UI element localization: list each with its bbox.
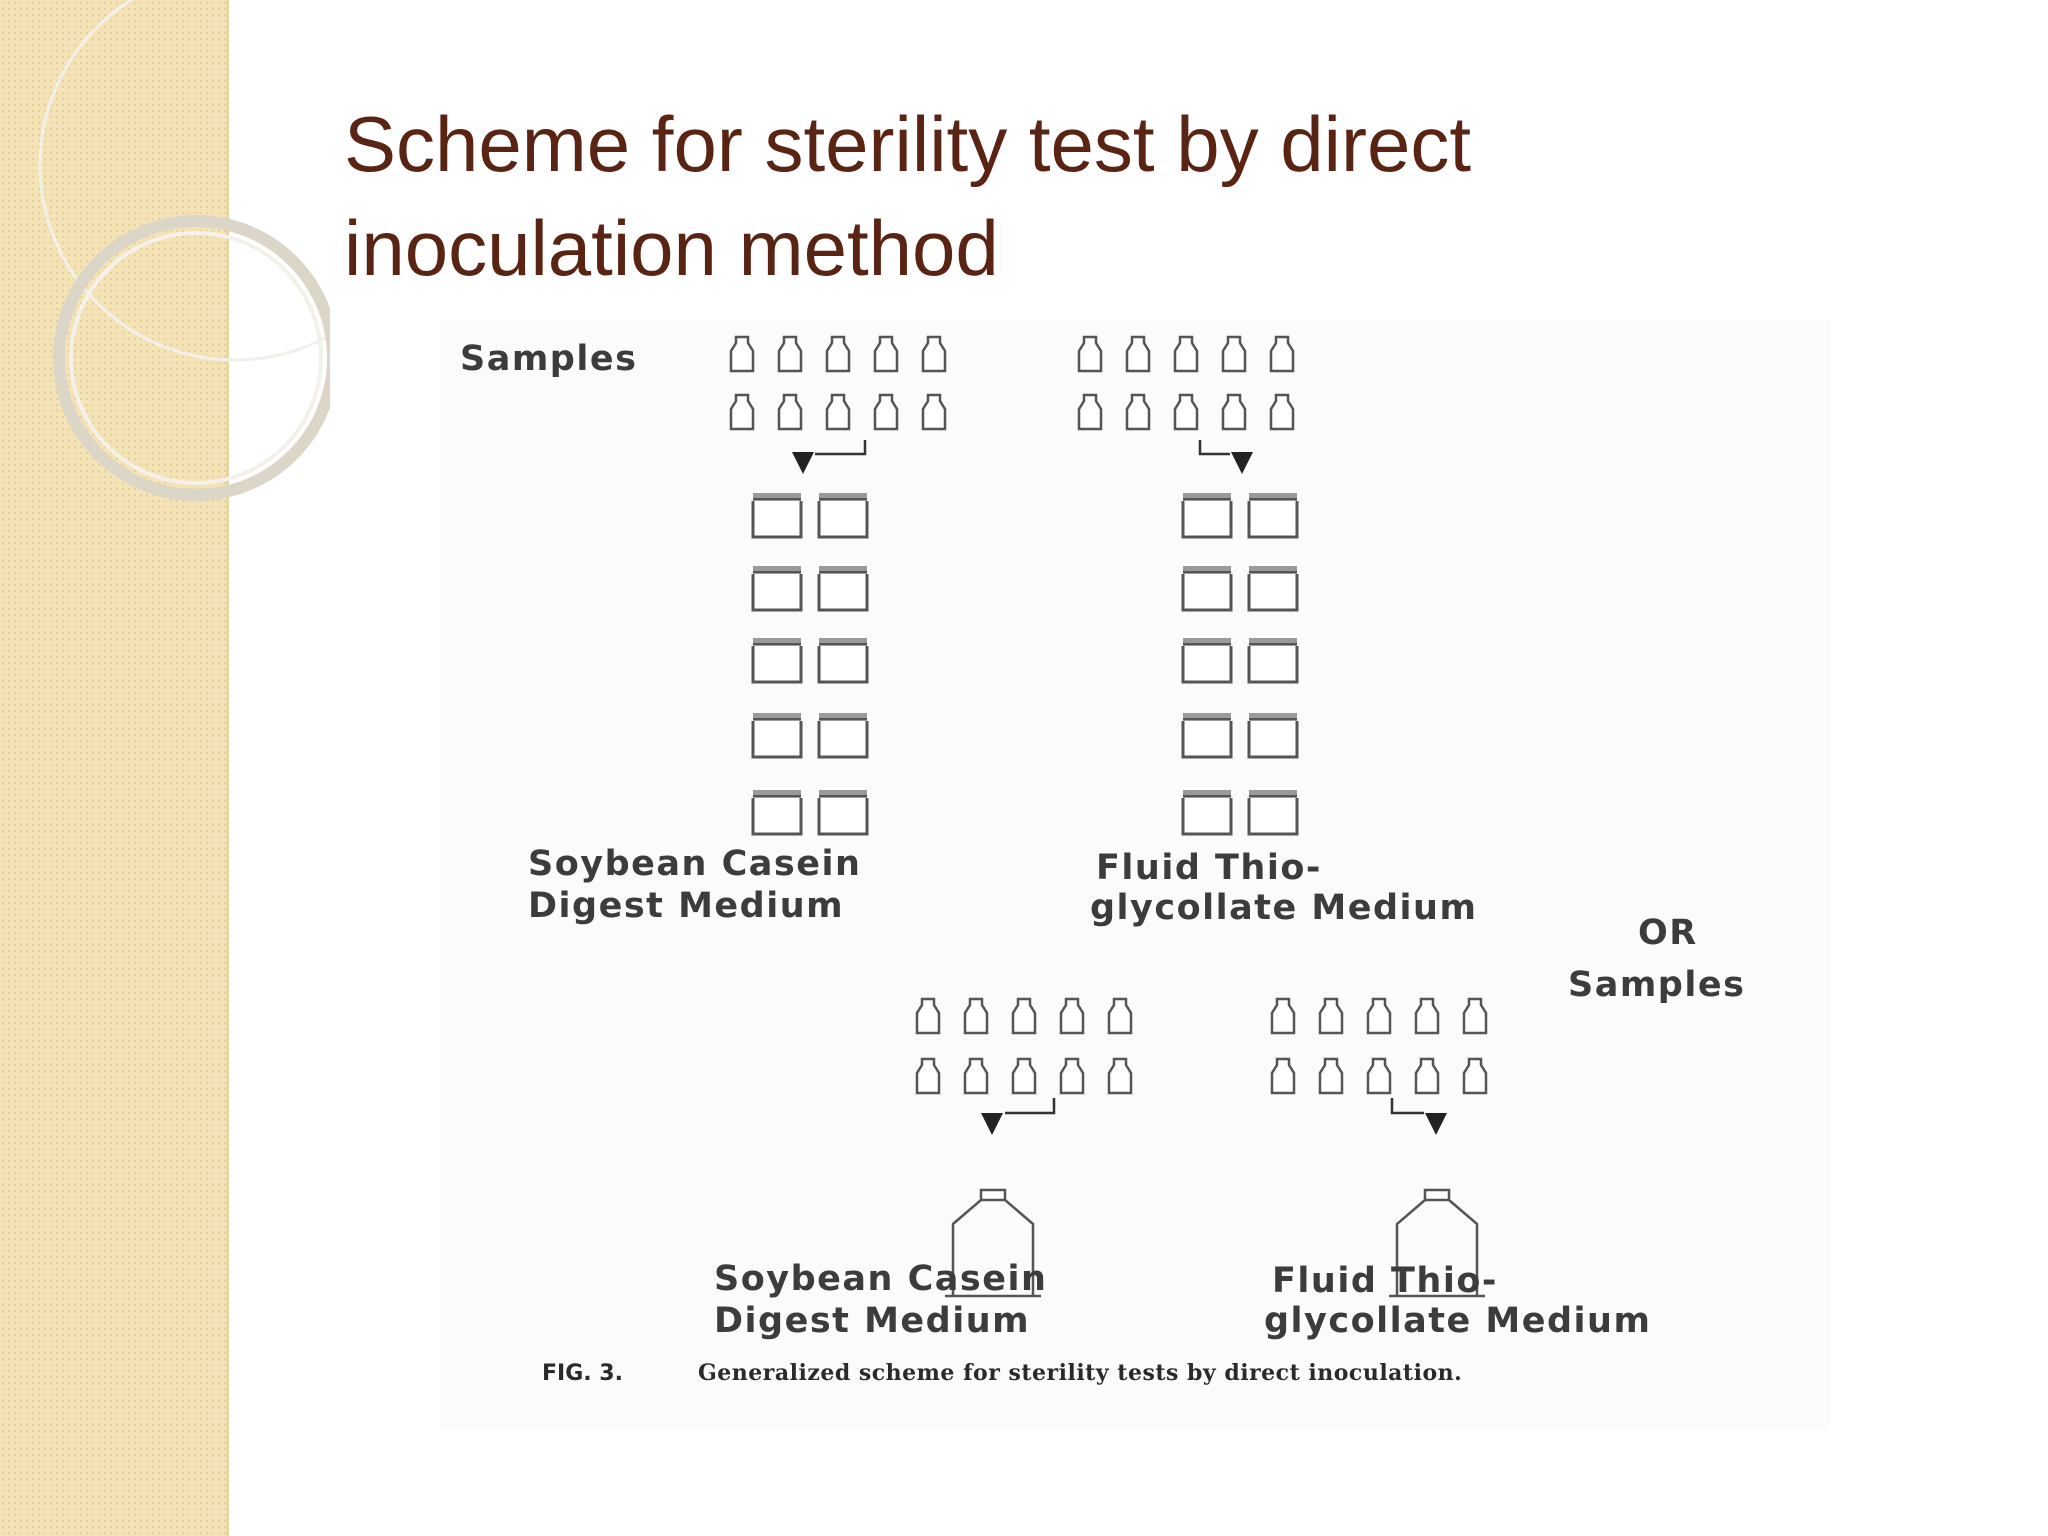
vial-icon bbox=[1077, 393, 1103, 431]
vial-icon bbox=[777, 335, 803, 373]
arrow-icon bbox=[792, 452, 814, 474]
vial-icon bbox=[729, 393, 755, 431]
test-tube-icon bbox=[1247, 788, 1299, 836]
ring-large bbox=[38, 0, 330, 362]
arrow-icon bbox=[981, 1113, 1003, 1135]
test-tube-icon bbox=[817, 711, 869, 759]
ring-medium-inner bbox=[69, 231, 323, 485]
vial-icon bbox=[1173, 393, 1199, 431]
top-left-medium-line-2: Digest Medium bbox=[528, 886, 844, 926]
vial-icon bbox=[825, 393, 851, 431]
test-tube-icon bbox=[1247, 564, 1299, 612]
top-left-transfer-arrow bbox=[792, 440, 867, 474]
bottom-left-vial-grid bbox=[915, 997, 1133, 1095]
vial-icon bbox=[1269, 393, 1295, 431]
or-label: OR bbox=[1638, 913, 1698, 953]
vial-icon bbox=[1107, 1057, 1133, 1095]
vial-icon bbox=[1366, 997, 1392, 1035]
test-tube-icon bbox=[1181, 636, 1233, 684]
vial-icon bbox=[1107, 997, 1133, 1035]
decorative-rings bbox=[38, 0, 330, 501]
decorative-sidebar bbox=[0, 0, 228, 1536]
test-tube-icon bbox=[1181, 491, 1233, 539]
top-left-medium-line-1: Soybean Casein bbox=[528, 844, 861, 884]
test-tube-icon bbox=[1181, 564, 1233, 612]
test-tube-icon bbox=[817, 636, 869, 684]
vial-icon bbox=[915, 1057, 941, 1095]
top-left-vial-grid bbox=[729, 335, 947, 431]
bottom-left-medium-line-2: Digest Medium bbox=[714, 1301, 1030, 1341]
figure-caption-tag: FIG. 3. bbox=[542, 1361, 623, 1386]
test-tube-icon bbox=[751, 491, 803, 539]
samples-label-top: Samples bbox=[460, 339, 637, 379]
thioglycollate-tube-rack bbox=[1181, 491, 1299, 836]
vial-icon bbox=[1318, 997, 1344, 1035]
test-tube-icon bbox=[817, 564, 869, 612]
bottom-left-medium-line-1: Soybean Casein bbox=[714, 1259, 1047, 1299]
vial-icon bbox=[1059, 1057, 1085, 1095]
vial-icon bbox=[1366, 1057, 1392, 1095]
vial-icon bbox=[1318, 1057, 1344, 1095]
vial-icon bbox=[1221, 393, 1247, 431]
vial-icon bbox=[1269, 335, 1295, 373]
vial-icon bbox=[1414, 997, 1440, 1035]
slide-title-line-2: inoculation method bbox=[344, 204, 999, 292]
vial-icon bbox=[1011, 997, 1037, 1035]
sterility-test-figure: Samples Soybean Casein Digest Medium Flu… bbox=[440, 320, 1830, 1430]
top-right-medium-line-1: Fluid Thio- bbox=[1096, 848, 1322, 888]
sidebar-edge bbox=[226, 0, 229, 1536]
test-tube-icon bbox=[751, 711, 803, 759]
vial-icon bbox=[921, 335, 947, 373]
vial-icon bbox=[1462, 997, 1488, 1035]
vial-icon bbox=[921, 393, 947, 431]
vial-icon bbox=[915, 997, 941, 1035]
test-tube-icon bbox=[1247, 491, 1299, 539]
vial-icon bbox=[1221, 335, 1247, 373]
arrow-icon bbox=[1425, 1113, 1447, 1135]
samples-label-bottom: Samples bbox=[1568, 965, 1745, 1005]
vial-icon bbox=[873, 335, 899, 373]
vial-icon bbox=[873, 393, 899, 431]
vial-icon bbox=[1270, 997, 1296, 1035]
slide-title-line-1: Scheme for sterility test by direct bbox=[344, 100, 1472, 188]
vial-icon bbox=[1059, 997, 1085, 1035]
scheme-diagram: Samples Soybean Casein Digest Medium Flu… bbox=[460, 335, 1745, 1386]
test-tube-icon bbox=[751, 636, 803, 684]
vial-icon bbox=[1414, 1057, 1440, 1095]
bottom-right-transfer-arrow bbox=[1390, 1098, 1447, 1135]
test-tube-icon bbox=[1181, 788, 1233, 836]
test-tube-icon bbox=[751, 564, 803, 612]
vial-icon bbox=[1125, 335, 1151, 373]
bottom-right-medium-line-2: glycollate Medium bbox=[1264, 1301, 1651, 1341]
ring-medium bbox=[53, 215, 330, 501]
figure-caption-text: Generalized scheme for sterility tests b… bbox=[698, 1360, 1462, 1386]
test-tube-icon bbox=[1247, 711, 1299, 759]
bottom-right-vial-grid bbox=[1270, 997, 1488, 1095]
vial-icon bbox=[1011, 1057, 1037, 1095]
slide-title: Scheme for sterility test by direct inoc… bbox=[344, 92, 1984, 300]
top-right-vial-grid bbox=[1077, 335, 1295, 431]
top-right-medium-line-2: glycollate Medium bbox=[1090, 888, 1477, 928]
bottom-right-medium-line-1: Fluid Thio- bbox=[1272, 1261, 1498, 1301]
vial-icon bbox=[825, 335, 851, 373]
bottom-left-transfer-arrow bbox=[981, 1098, 1056, 1135]
test-tube-icon bbox=[817, 491, 869, 539]
vial-icon bbox=[963, 997, 989, 1035]
test-tube-icon bbox=[817, 788, 869, 836]
vial-icon bbox=[729, 335, 755, 373]
arrow-icon bbox=[1231, 452, 1253, 474]
vial-icon bbox=[1125, 393, 1151, 431]
vial-icon bbox=[1173, 335, 1199, 373]
vial-icon bbox=[1077, 335, 1103, 373]
vial-icon bbox=[1462, 1057, 1488, 1095]
top-right-transfer-arrow bbox=[1198, 440, 1253, 474]
test-tube-icon bbox=[1181, 711, 1233, 759]
test-tube-icon bbox=[751, 788, 803, 836]
test-tube-icon bbox=[1247, 636, 1299, 684]
soybean-tube-rack bbox=[751, 491, 869, 836]
vial-icon bbox=[963, 1057, 989, 1095]
vial-icon bbox=[1270, 1057, 1296, 1095]
vial-icon bbox=[777, 393, 803, 431]
